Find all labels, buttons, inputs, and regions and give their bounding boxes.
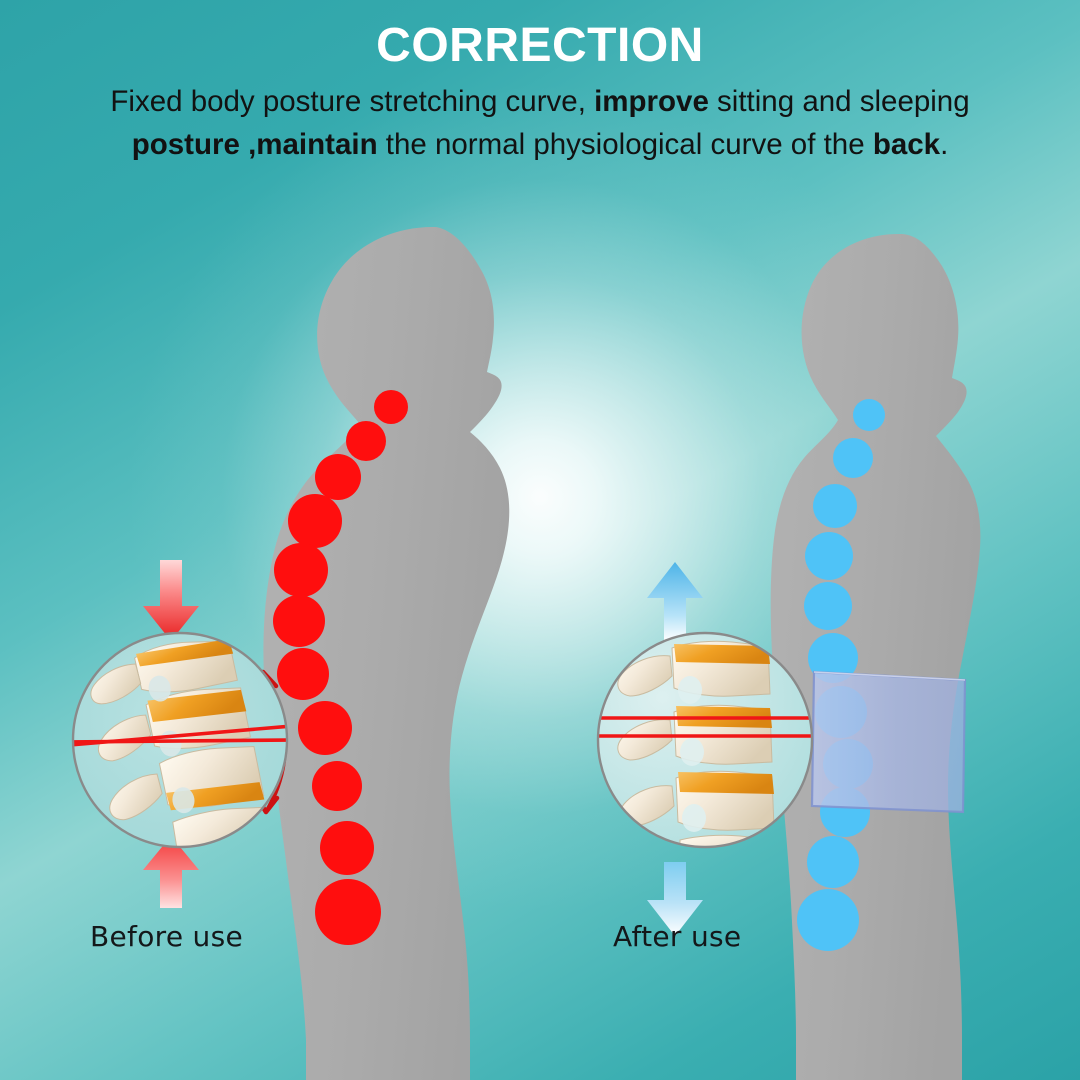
guide-lines-diverging	[73, 724, 287, 747]
spine-nodes-blue	[797, 399, 885, 951]
inset-vertebrae-after	[596, 631, 814, 849]
arrow-down-red	[143, 560, 199, 641]
silhouette-hunched	[263, 226, 510, 1080]
page-title: CORRECTION	[376, 19, 704, 72]
arrow-up-blue	[647, 562, 703, 641]
arrow-down-blue	[647, 862, 703, 936]
inset-vertebrae-before	[71, 631, 289, 849]
spine-nodes-red	[273, 390, 408, 945]
arrow-up-red	[143, 836, 199, 908]
arrows-after	[647, 562, 703, 936]
figure-after-use	[770, 233, 981, 1080]
page-subtitle: Fixed body posture stretching curve, imp…	[110, 84, 970, 162]
caption-before-use: Before use	[90, 920, 244, 953]
caption-after-use: After use	[613, 920, 742, 953]
lumbar-support-belt	[810, 670, 967, 814]
guide-lines-parallel	[598, 716, 812, 738]
silhouette-upright	[770, 233, 981, 1080]
header-block: CORRECTION Fixed body posture stretching…	[0, 0, 1080, 167]
figure-before-use	[263, 226, 510, 1080]
